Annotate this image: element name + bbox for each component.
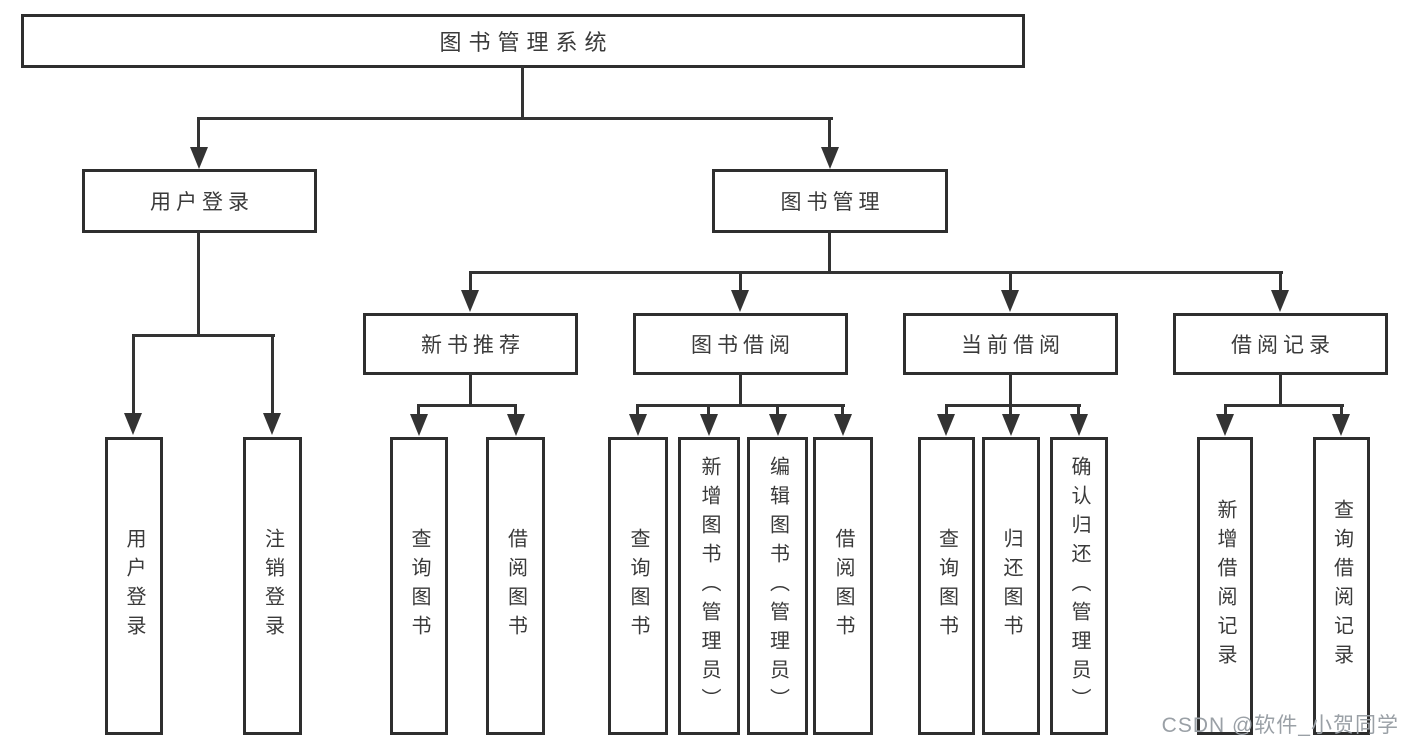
leaf-confirm-return-admin-label: 确认归还（管理员） <box>1068 455 1090 717</box>
connector-line <box>417 404 517 407</box>
node-book-borrow-label: 图书借阅 <box>691 334 795 357</box>
leaf-confirm-return-admin: 确认归还（管理员） <box>1050 437 1108 735</box>
arrow-down-icon <box>769 414 787 436</box>
connector-line <box>1224 404 1227 417</box>
arrow-down-icon <box>263 413 281 435</box>
arrow-down-icon <box>834 414 852 436</box>
connector-line <box>1009 271 1012 293</box>
connector-line <box>739 373 742 407</box>
arrow-down-icon <box>461 290 479 312</box>
leaf-query-books-recommend: 查询图书 <box>390 437 448 735</box>
arrow-down-icon <box>507 414 525 436</box>
leaf-add-borrow-record-label: 新增借阅记录 <box>1214 499 1236 673</box>
connector-line <box>739 271 742 293</box>
connector-line <box>945 404 948 417</box>
arrow-down-icon <box>124 413 142 435</box>
connector-line <box>1340 404 1343 417</box>
arrow-down-icon <box>700 414 718 436</box>
connector-line <box>707 404 710 417</box>
connector-line <box>469 271 472 293</box>
leaf-query-borrow-record: 查询借阅记录 <box>1313 437 1370 735</box>
leaf-edit-book-admin: 编辑图书（管理员） <box>747 437 808 735</box>
node-new-book-recommend: 新书推荐 <box>363 313 578 375</box>
connector-line <box>1009 373 1012 407</box>
leaf-logout: 注销登录 <box>243 437 302 735</box>
connector-line <box>636 404 639 417</box>
leaf-borrow-books-recommend-label: 借阅图书 <box>504 528 527 644</box>
node-new-book-recommend-label: 新书推荐 <box>421 334 525 357</box>
leaf-logout-label: 注销登录 <box>261 528 284 644</box>
connector-line <box>945 404 1081 407</box>
arrow-down-icon <box>1002 414 1020 436</box>
connector-line <box>514 404 517 417</box>
leaf-return-books-label: 归还图书 <box>1000 528 1022 644</box>
leaf-borrow-books-recommend: 借阅图书 <box>486 437 545 735</box>
connector-line <box>1279 271 1282 293</box>
node-book-management: 图书管理 <box>712 169 948 233</box>
arrow-down-icon <box>1332 414 1350 436</box>
connector-line <box>271 334 274 416</box>
arrow-down-icon <box>410 414 428 436</box>
leaf-user-login: 用户登录 <box>105 437 163 735</box>
node-current-borrow: 当前借阅 <box>903 313 1118 375</box>
leaf-borrow-books-borrow: 借阅图书 <box>813 437 873 735</box>
leaf-add-book-admin: 新增图书（管理员） <box>678 437 740 735</box>
connector-line <box>417 404 420 417</box>
connector-line <box>197 231 200 337</box>
node-root-label: 图书管理系统 <box>439 30 614 55</box>
connector-line <box>1009 404 1012 417</box>
node-current-borrow-label: 当前借阅 <box>961 334 1065 357</box>
leaf-query-books-borrow: 查询图书 <box>608 437 668 735</box>
node-user-login: 用户登录 <box>82 169 317 233</box>
connector-line <box>197 117 833 120</box>
connector-line <box>132 334 275 337</box>
arrow-down-icon <box>1271 290 1289 312</box>
arrow-down-icon <box>937 414 955 436</box>
leaf-return-books: 归还图书 <box>982 437 1040 735</box>
arrow-down-icon <box>821 147 839 169</box>
arrow-down-icon <box>190 147 208 169</box>
connector-line <box>469 373 472 407</box>
leaf-query-books-current-label: 查询图书 <box>935 528 958 644</box>
leaf-query-books-current: 查询图书 <box>918 437 975 735</box>
node-root: 图书管理系统 <box>21 14 1025 68</box>
connector-line <box>776 404 779 417</box>
leaf-query-borrow-record-label: 查询借阅记录 <box>1330 499 1353 673</box>
connector-line <box>521 66 524 119</box>
watermark: CSDN @软件_小贺同学 <box>1161 714 1399 737</box>
arrow-down-icon <box>1001 290 1019 312</box>
connector-line <box>841 404 844 417</box>
node-user-login-label: 用户登录 <box>150 191 254 214</box>
leaf-query-books-recommend-label: 查询图书 <box>408 528 430 644</box>
connector-line <box>197 117 200 150</box>
connector-line <box>636 404 845 407</box>
leaf-add-borrow-record: 新增借阅记录 <box>1197 437 1253 735</box>
connector-line <box>1077 404 1080 417</box>
leaf-edit-book-admin-label: 编辑图书（管理员） <box>766 455 789 717</box>
arrow-down-icon <box>731 290 749 312</box>
connector-line <box>1224 404 1344 407</box>
arrow-down-icon <box>629 414 647 436</box>
connector-line <box>828 117 831 150</box>
node-book-borrow: 图书借阅 <box>633 313 848 375</box>
arrow-down-icon <box>1216 414 1234 436</box>
leaf-query-books-borrow-label: 查询图书 <box>627 528 649 644</box>
connector-line <box>1279 373 1282 407</box>
arrow-down-icon <box>1070 414 1088 436</box>
connector-line <box>828 231 831 274</box>
node-borrow-records-label: 借阅记录 <box>1231 334 1335 357</box>
connector-line <box>132 334 135 416</box>
connector-line <box>469 271 1283 274</box>
node-borrow-records: 借阅记录 <box>1173 313 1388 375</box>
node-book-management-label: 图书管理 <box>780 191 885 214</box>
leaf-borrow-books-borrow-label: 借阅图书 <box>832 528 854 644</box>
leaf-user-login-label: 用户登录 <box>123 528 145 644</box>
leaf-add-book-admin-label: 新增图书（管理员） <box>698 455 720 717</box>
